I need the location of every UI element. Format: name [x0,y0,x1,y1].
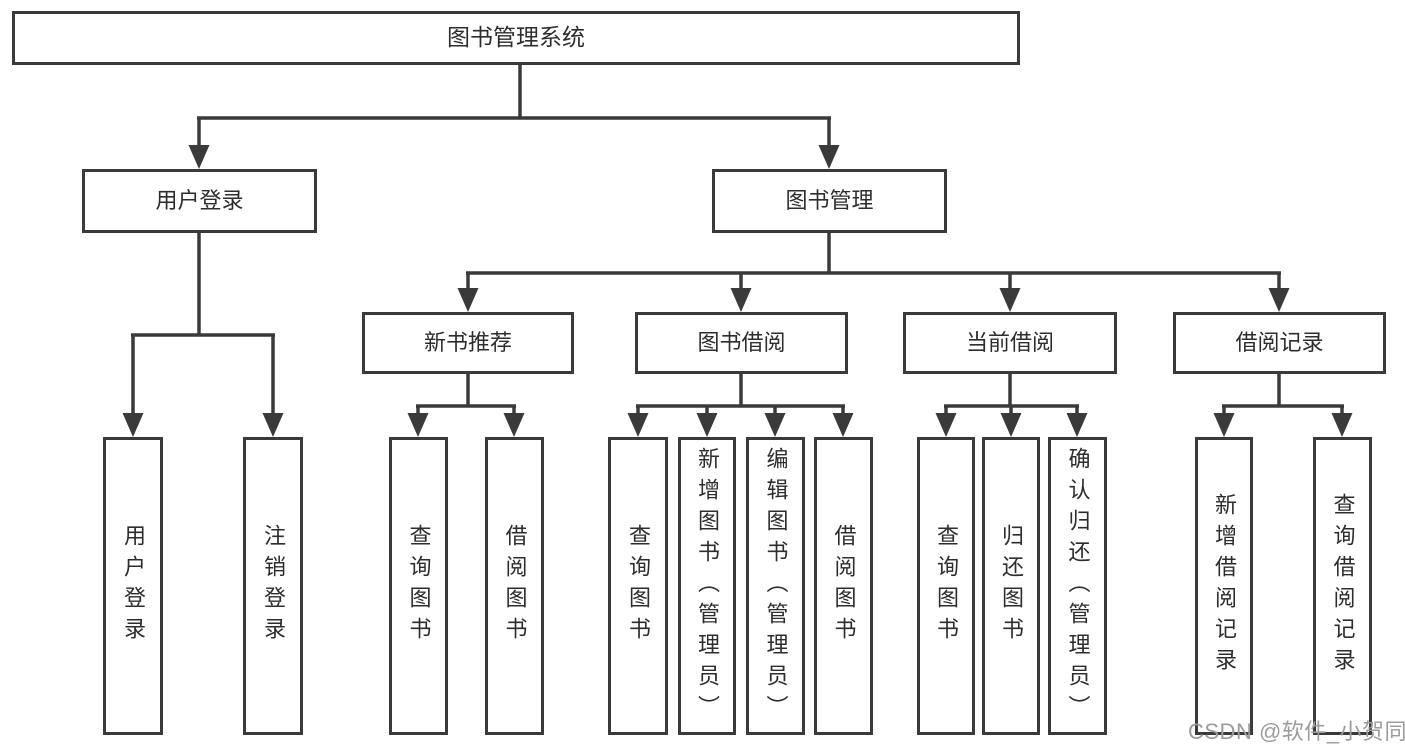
leaf-edit-books-admin: 编辑图书（管理员） [746,437,805,735]
node-label: 新增图书（管理员） [695,446,720,726]
node-label: 图书借阅 [697,329,786,355]
node-label: 新增借阅记录 [1212,493,1237,679]
node-label: 新书推荐 [423,329,512,355]
node-label: 查询图书 [406,524,432,648]
leaf-borrow-books-recommend: 借阅图书 [485,437,544,735]
leaf-add-books-admin: 新增图书（管理员） [678,437,736,735]
connector-root-to-level1 [188,65,840,169]
leaf-query-borrow-record: 查询借阅记录 [1313,437,1372,735]
node-label: 注销登录 [261,524,286,648]
leaf-add-borrow-record: 新增借阅记录 [1195,437,1253,735]
node-label: 查询图书 [934,524,959,648]
node-user-login: 用户登录 [82,169,317,233]
node-label: 用户登录 [155,187,244,213]
leaf-return-books: 归还图书 [982,437,1040,735]
leaf-query-books-current: 查询图书 [917,437,975,735]
node-label: 借阅图书 [502,524,528,648]
node-label: 借阅记录 [1235,329,1324,355]
connector-current-to-leaves [935,374,1088,437]
node-label: 查询图书 [626,524,651,648]
connector-records-to-leaves [1213,374,1353,437]
connector-book-borrow-to-leaves [627,374,854,437]
node-book-management-system: 图书管理系统 [12,11,1020,65]
node-label: 确认归还（管理员） [1065,446,1091,726]
node-label: 编辑图书（管理员） [763,446,789,726]
connector-book-mgmt-to-level2 [457,233,1290,312]
node-label: 图书管理 [785,187,874,213]
leaf-logout: 注销登录 [243,437,303,735]
leaf-query-books-borrowing: 查询图书 [608,437,668,735]
node-current-borrowing: 当前借阅 [903,312,1117,374]
leaf-user-login: 用户登录 [103,437,163,735]
leaf-confirm-return-admin: 确认归还（管理员） [1048,437,1107,735]
connector-user-login-to-leaves [122,233,284,437]
node-label: 用户登录 [121,524,146,648]
node-borrow-records: 借阅记录 [1173,312,1386,374]
node-book-borrowing: 图书借阅 [635,312,848,374]
csdn-watermark: CSDN @软件_小贺同学 [1188,719,1405,744]
node-label: 当前借阅 [965,329,1054,355]
node-label: 查询借阅记录 [1330,493,1356,679]
node-new-book-recommend: 新书推荐 [362,312,574,374]
node-label: 图书管理系统 [447,24,585,51]
node-label: 借阅图书 [831,524,857,648]
connector-new-books-to-leaves [407,374,525,437]
leaf-query-books-recommend: 查询图书 [389,437,448,735]
leaf-borrow-books-borrowing: 借阅图书 [814,437,873,735]
node-book-management: 图书管理 [712,169,947,233]
node-label: 归还图书 [999,524,1024,648]
